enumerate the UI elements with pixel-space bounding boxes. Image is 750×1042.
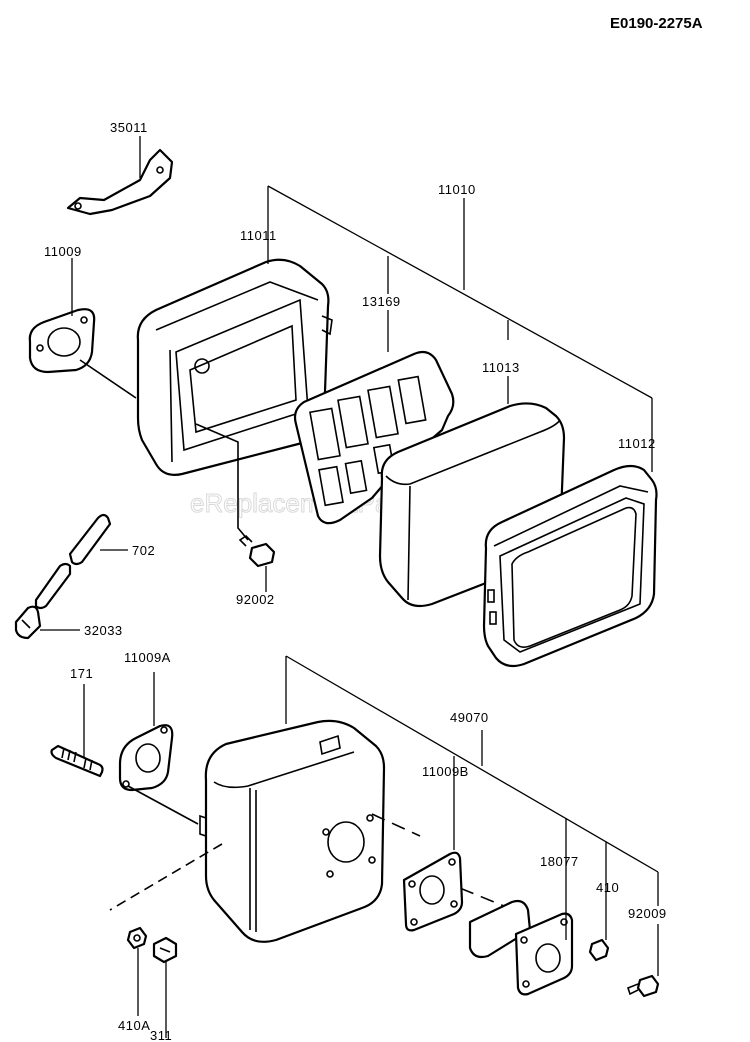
part-18077-exhaust-pipe[interactable] [468,899,574,996]
part-702-tube[interactable] [34,513,112,610]
label-171[interactable]: 171 [70,666,93,681]
part-32033-clamp[interactable] [14,605,42,640]
part-171-stud[interactable] [50,744,104,778]
label-13169[interactable]: 13169 [362,294,401,309]
label-410[interactable]: 410 [596,880,619,895]
label-11009A[interactable]: 11009A [124,650,171,665]
part-11009A-gasket[interactable] [118,724,174,792]
group-line-11010 [267,185,653,399]
label-11013[interactable]: 11013 [482,360,520,375]
part-13169-filter-screen[interactable] [293,350,455,525]
assembly-line-11009A [127,785,199,825]
part-35011-bracket[interactable] [66,148,174,216]
part-11012-cleaner-cover[interactable] [482,464,658,668]
part-410-washer[interactable] [588,938,610,962]
label-35011[interactable]: 35011 [110,120,148,135]
label-11009[interactable]: 11009 [44,244,82,259]
label-11010[interactable]: 11010 [438,182,476,197]
group-line-49070 [285,655,659,873]
diagram-code: E0190-2275A [610,15,703,32]
exhaust-path [371,813,421,837]
label-410A[interactable]: 410A [118,1018,150,1033]
part-11009-gasket[interactable] [28,308,96,374]
label-92002[interactable]: 92002 [236,592,275,607]
assembly-line-11009 [79,359,137,399]
part-92009-bolt[interactable] [627,974,660,998]
label-92009[interactable]: 92009 [628,906,667,921]
label-11011[interactable]: 11011 [240,228,277,243]
label-11009B[interactable]: 11009B [422,764,469,779]
label-18077[interactable]: 18077 [540,854,579,869]
label-702[interactable]: 702 [132,543,155,558]
part-311-nut[interactable] [152,936,178,964]
assembly-line-92002 [195,423,249,541]
assembly-line-410A [109,843,223,911]
label-311[interactable]: 311 [150,1028,172,1042]
label-49070[interactable]: 49070 [450,710,489,725]
part-410A-washer[interactable] [126,926,148,950]
label-32033[interactable]: 32033 [84,623,123,638]
part-92002-bolt[interactable] [238,534,276,568]
part-11009B-gasket[interactable] [402,851,464,932]
label-11012[interactable]: 11012 [618,436,656,451]
part-49070-muffler[interactable] [199,719,386,943]
